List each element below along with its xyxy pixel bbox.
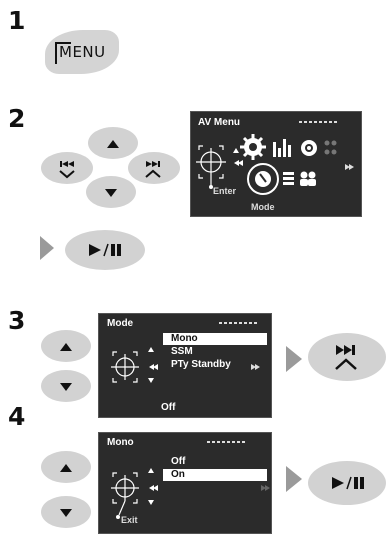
down-button[interactable] <box>41 496 91 528</box>
step-number-2: 2 <box>8 104 26 133</box>
fast-forward-icon <box>251 364 260 370</box>
mode-screen: Mode Mono SSM PTy Standby Off <box>98 313 272 418</box>
up-tick-icon <box>148 468 154 473</box>
menu-item-pty-standby[interactable]: PTy Standby <box>171 359 231 370</box>
menu-item-on[interactable]: On <box>163 469 267 481</box>
status-text: Off <box>161 402 176 413</box>
rewind-down-icon <box>59 161 75 179</box>
forward-up-icon <box>145 161 161 178</box>
prev-button[interactable] <box>41 152 93 184</box>
step-number-3: 3 <box>8 306 26 335</box>
people-icon <box>300 171 316 186</box>
down-tick-icon <box>148 378 154 383</box>
fast-forward-icon <box>261 485 270 491</box>
up-button[interactable] <box>41 330 91 362</box>
av-menu-screen: AV Menu <box>190 111 362 217</box>
arrow-right-icon <box>286 346 302 372</box>
screen-title: Mode <box>107 318 134 329</box>
enter-label: Enter <box>213 186 237 196</box>
up-tick-icon <box>148 347 154 352</box>
menu-item-ssm[interactable]: SSM <box>171 346 193 357</box>
gear-icon <box>240 134 266 160</box>
up-tick-icon <box>233 148 239 153</box>
mono-screen: Mono Off On Exit <box>98 432 272 534</box>
rewind-icon <box>149 364 158 370</box>
up-arrow-icon <box>107 140 119 148</box>
play-pause-button[interactable] <box>308 461 386 505</box>
mode-icon <box>255 171 271 187</box>
down-arrow-icon <box>60 383 72 391</box>
menu-button-label: MENU <box>59 43 106 61</box>
signal-indicator <box>207 441 247 443</box>
signal-indicator <box>299 121 337 123</box>
screen-title: AV Menu <box>198 117 241 128</box>
up-button[interactable] <box>88 127 138 159</box>
menu-item-off[interactable]: Off <box>171 456 186 467</box>
play-pause-button[interactable] <box>65 230 145 270</box>
up-button[interactable] <box>41 451 91 483</box>
down-arrow-icon <box>105 189 117 197</box>
step-number-1: 1 <box>8 6 26 35</box>
signal-indicator <box>219 322 259 324</box>
equalizer-icon <box>273 139 291 157</box>
disc-icon <box>301 140 317 156</box>
menu-button[interactable]: MENU <box>45 30 119 74</box>
play-pause-icon <box>89 243 121 257</box>
down-button[interactable] <box>86 176 136 208</box>
joystick-icon <box>111 472 139 516</box>
fast-forward-icon <box>345 164 354 170</box>
rewind-icon <box>149 485 158 491</box>
arrow-right-icon <box>286 466 302 492</box>
selection-ring <box>247 163 279 195</box>
mode-label: Mode <box>251 202 275 212</box>
joystick-icon <box>111 351 139 383</box>
forward-up-icon <box>335 345 357 370</box>
up-arrow-icon <box>60 343 72 351</box>
play-pause-icon <box>332 476 364 490</box>
step-number-4: 4 <box>8 402 26 431</box>
list-icon <box>283 172 294 185</box>
next-button[interactable] <box>308 333 386 381</box>
joystick-icon <box>196 145 226 187</box>
down-tick-icon <box>148 500 154 505</box>
next-button[interactable] <box>128 152 180 184</box>
down-arrow-icon <box>60 509 72 517</box>
up-arrow-icon <box>60 464 72 472</box>
screen-title: Mono <box>107 437 134 448</box>
exit-label: Exit <box>121 515 138 525</box>
menu-item-mono[interactable]: Mono <box>163 333 267 345</box>
dots-icon <box>324 140 337 155</box>
arrow-right-icon <box>40 236 54 260</box>
rewind-icon <box>234 160 243 166</box>
down-button[interactable] <box>41 370 91 402</box>
